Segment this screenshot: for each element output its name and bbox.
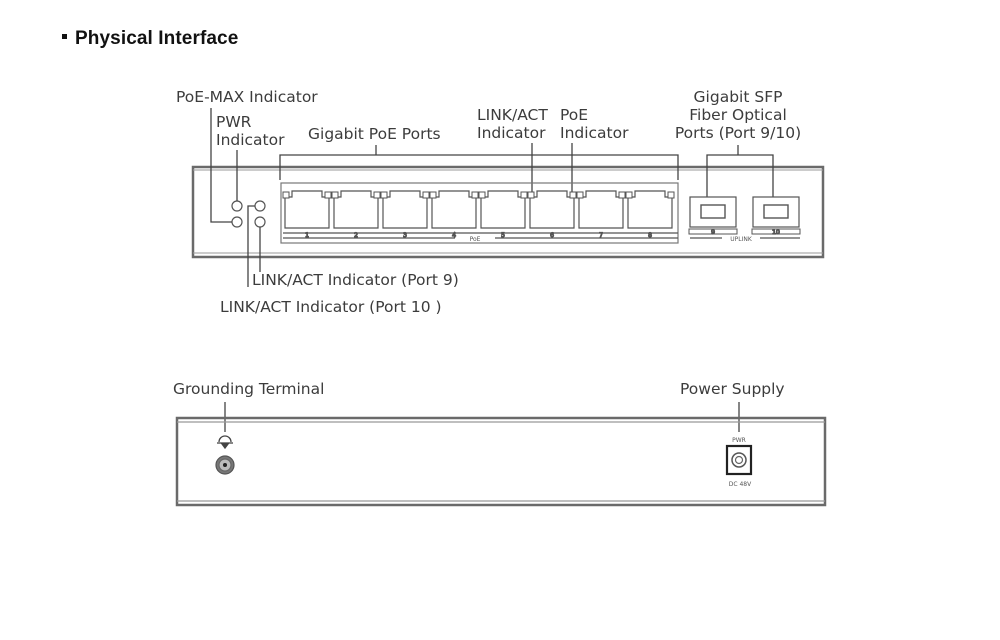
pwr-text: PWR bbox=[732, 437, 746, 444]
port-number: 8 bbox=[648, 232, 652, 239]
front-chassis bbox=[191, 165, 825, 259]
rj45-port-6[interactable]: 6 bbox=[527, 190, 577, 240]
poe-indicator-label-line1: PoE bbox=[560, 106, 589, 124]
link-act-led-icon bbox=[331, 191, 339, 199]
pwr-led-icon bbox=[231, 200, 243, 212]
port-number: 5 bbox=[501, 232, 505, 239]
grounding-terminal-label: Grounding Terminal bbox=[173, 380, 325, 398]
port-number: 2 bbox=[354, 232, 358, 239]
port-number: 10 bbox=[772, 229, 780, 236]
port-number: 7 bbox=[599, 232, 603, 239]
rear-chassis bbox=[175, 416, 827, 507]
sfp-port-9[interactable]: 9 bbox=[688, 196, 738, 237]
link-act-port9-led-icon bbox=[254, 200, 266, 212]
rj45-port-group: 1 2 3 4 5 6 7 8 bbox=[280, 182, 679, 244]
rj45-port-4[interactable]: 4 bbox=[429, 190, 479, 240]
section-heading: Physical Interface bbox=[62, 28, 238, 50]
port-number: 6 bbox=[550, 232, 554, 239]
link-act-led-icon bbox=[478, 191, 486, 199]
link-act-port10-label: LINK/ACT Indicator (Port 10 ) bbox=[220, 298, 442, 316]
poe-led-icon bbox=[373, 191, 381, 199]
sfp-label-line2: Fiber Optical bbox=[689, 106, 787, 124]
sfp-port-group: 9 10 bbox=[688, 196, 801, 239]
poe-led-icon bbox=[618, 191, 626, 199]
power-jack-icon[interactable] bbox=[725, 444, 753, 476]
ground-symbol-icon bbox=[217, 435, 233, 450]
power-supply-label: Power Supply bbox=[680, 380, 785, 398]
sfp-label-line3: Ports (Port 9/10) bbox=[674, 124, 802, 142]
port-number: 4 bbox=[452, 232, 456, 239]
link-act-led-icon bbox=[625, 191, 633, 199]
poe-led-icon bbox=[471, 191, 479, 199]
sfp-port-10[interactable]: 10 bbox=[751, 196, 801, 237]
rj45-port-8[interactable]: 8 bbox=[625, 190, 675, 240]
link-act-indicator-label-line1: LINK/ACT bbox=[477, 106, 548, 124]
poe-max-indicator-label: PoE-MAX Indicator bbox=[176, 88, 318, 106]
link-act-led-icon bbox=[576, 191, 584, 199]
poe-led-icon bbox=[667, 191, 675, 199]
rj45-port-7[interactable]: 7 bbox=[576, 190, 626, 240]
link-act-led-icon bbox=[527, 191, 535, 199]
rj45-port-3[interactable]: 3 bbox=[380, 190, 430, 240]
port-number: 3 bbox=[403, 232, 407, 239]
sfp-label-line1: Gigabit SFP bbox=[693, 88, 783, 106]
rj45-port-5[interactable]: 5 bbox=[478, 190, 528, 240]
poe-indicator-label-line2: Indicator bbox=[560, 124, 629, 142]
dc-voltage-text: DC 48V bbox=[729, 481, 752, 488]
link-act-led-icon bbox=[282, 191, 290, 199]
link-act-indicator-label-line2: Indicator bbox=[477, 124, 546, 142]
pwr-indicator-label-line1: PWR bbox=[216, 113, 252, 131]
heading-text: Physical Interface bbox=[75, 28, 239, 49]
link-act-port10-led-icon bbox=[254, 216, 266, 228]
port-number: 9 bbox=[711, 229, 715, 236]
poe-led-icon bbox=[324, 191, 332, 199]
gigabit-poe-ports-label: Gigabit PoE Ports bbox=[308, 125, 441, 143]
rj45-port-1[interactable]: 1 bbox=[282, 190, 332, 240]
pwr-indicator-label-line2: Indicator bbox=[216, 131, 285, 149]
port-number: 1 bbox=[305, 232, 309, 239]
poe-led-icon bbox=[569, 191, 577, 199]
grounding-screw-icon[interactable] bbox=[215, 455, 235, 475]
uplink-group-label: UPLINK bbox=[730, 236, 753, 243]
poe-led-icon bbox=[422, 191, 430, 199]
link-act-port9-label: LINK/ACT Indicator (Port 9) bbox=[252, 271, 459, 289]
poe-led-icon bbox=[520, 191, 528, 199]
bullet-icon bbox=[62, 34, 67, 40]
leader-lines bbox=[210, 108, 774, 432]
link-act-led-icon bbox=[429, 191, 437, 199]
poe-group-label: PoE bbox=[470, 236, 481, 243]
rj45-port-2[interactable]: 2 bbox=[331, 190, 381, 240]
link-act-led-icon bbox=[380, 191, 388, 199]
poe-max-led-icon bbox=[231, 216, 243, 228]
